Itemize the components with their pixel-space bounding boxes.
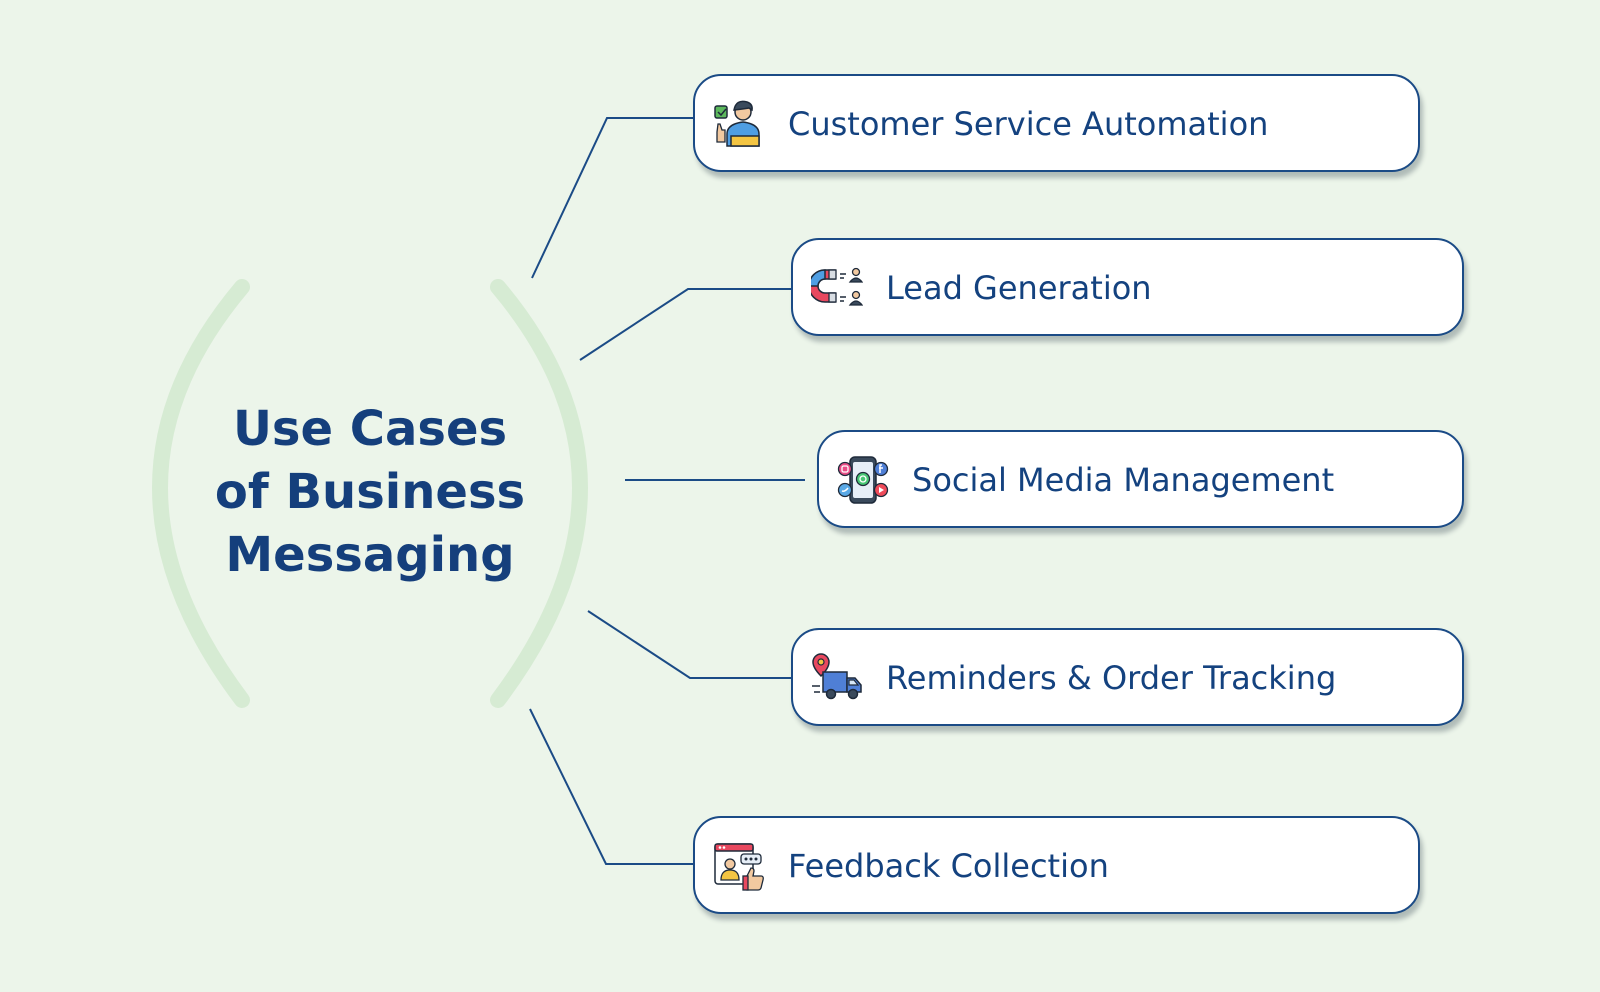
- title-line-3: Messaging: [225, 527, 515, 583]
- right-bracket-arc: [490, 279, 588, 708]
- title-line-1: Use Cases: [232, 401, 508, 457]
- title-line-2: of Business: [214, 464, 526, 520]
- use-case-label: Reminders & Order Tracking: [886, 659, 1337, 697]
- left-bracket-arc: [152, 279, 250, 708]
- use-case-card-feedback-collection: Feedback Collection: [693, 816, 1420, 914]
- connector-line-1: [531, 117, 693, 279]
- connector-line-5: [529, 708, 693, 865]
- magnet-leads-icon: [811, 262, 863, 314]
- customer-service-agent-icon: [713, 98, 765, 150]
- connector-line-2: [579, 288, 791, 361]
- use-case-label: Customer Service Automation: [788, 105, 1269, 143]
- use-case-label: Lead Generation: [886, 269, 1152, 307]
- feedback-thumbs-up-icon: [713, 840, 765, 892]
- use-case-card-social-media: Social Media Management: [817, 430, 1464, 528]
- delivery-truck-icon: [811, 652, 863, 704]
- social-media-phone-icon: [837, 454, 889, 506]
- central-topic-title: Use Cases of Business Messaging: [185, 398, 555, 587]
- use-case-card-customer-service: Customer Service Automation: [693, 74, 1420, 172]
- use-case-card-lead-generation: Lead Generation: [791, 238, 1464, 336]
- use-case-label: Feedback Collection: [788, 847, 1109, 885]
- use-case-label: Social Media Management: [912, 461, 1335, 499]
- connector-line-4: [587, 610, 791, 679]
- use-case-card-reminders-order-tracking: Reminders & Order Tracking: [791, 628, 1464, 726]
